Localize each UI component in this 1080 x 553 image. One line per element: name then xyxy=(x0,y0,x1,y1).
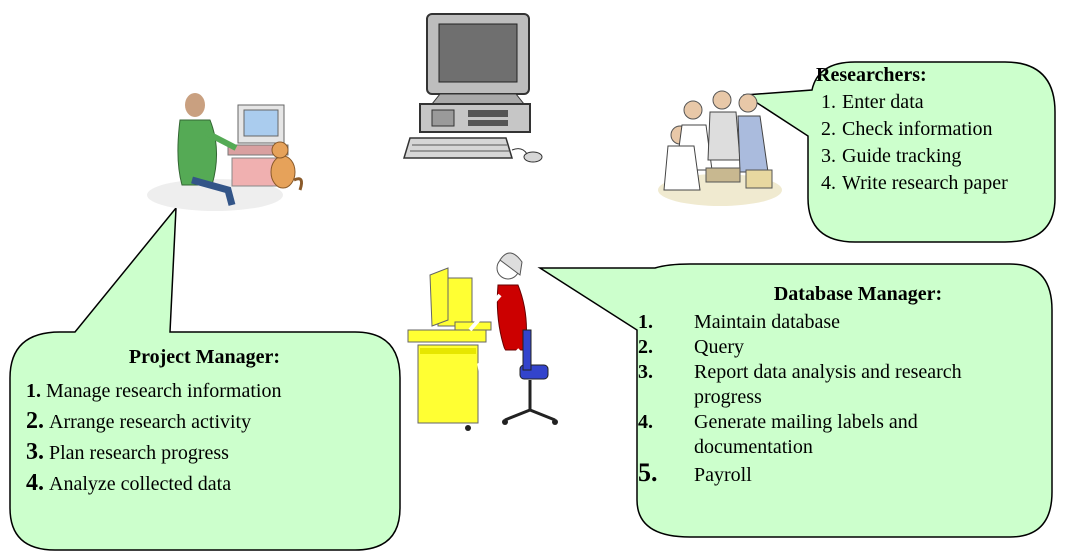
database-manager-title: Database Manager: xyxy=(773,283,943,305)
item-text: Generate mailing labels and documentatio… xyxy=(694,411,918,458)
item-text: Maintain database xyxy=(694,311,841,333)
item-text: Payroll xyxy=(694,464,752,486)
item-text: Arrange research activity xyxy=(49,411,252,433)
project-manager-bubble xyxy=(9,205,401,551)
list-item: 3. Report data analysis and research prog… xyxy=(638,360,1038,410)
item-number: 1. xyxy=(638,311,653,333)
item-text: Plan research progress xyxy=(49,442,229,464)
database-manager-list: 1. Maintain database 2. Query 3. Report dat… xyxy=(638,310,1038,488)
database-manager-illustration xyxy=(407,252,558,431)
item-text: Manage research information xyxy=(46,380,282,402)
list-item: 1. Enter data xyxy=(808,89,1048,116)
project-manager-box: Project Manager: 1.Manage research infor… xyxy=(12,342,397,499)
project-manager-illustration xyxy=(147,93,303,211)
project-manager-title: Project Manager: xyxy=(128,346,281,368)
list-item: 4. Generate mailing labels and documentat… xyxy=(638,410,1038,460)
list-item: 2. Query xyxy=(638,335,1038,360)
list-item: 2.Arrange research activity xyxy=(12,406,397,437)
item-number: 1. xyxy=(821,91,836,113)
item-text: Check information xyxy=(842,118,993,140)
item-number: 2. xyxy=(638,336,653,358)
computer-icon xyxy=(402,13,543,163)
item-number: 4. xyxy=(638,411,653,433)
item-number: 3. xyxy=(26,439,44,465)
researchers-box: Researchers: 1. Enter data 2. Check inform… xyxy=(808,62,1048,197)
list-item: 3.Plan research progress xyxy=(12,437,397,468)
researchers-illustration xyxy=(658,90,782,206)
item-text: Guide tracking xyxy=(842,145,962,167)
item-number: 3. xyxy=(821,145,836,167)
item-number: 4. xyxy=(26,470,44,496)
researchers-bubble xyxy=(742,61,1056,243)
researchers-title: Researchers: xyxy=(816,64,927,86)
researchers-list: 1. Enter data 2. Check information 3. Guide… xyxy=(808,89,1048,197)
list-item: 3. Guide tracking xyxy=(808,143,1048,170)
database-manager-bubble xyxy=(537,263,1053,538)
list-item: 2. Check information xyxy=(808,116,1048,143)
item-text: Enter data xyxy=(842,91,924,113)
item-number: 5. xyxy=(638,458,658,487)
list-item: 4. Write research paper xyxy=(808,170,1048,197)
item-number: 2. xyxy=(821,118,836,140)
list-item: 4.Analyze collected data xyxy=(12,468,397,499)
item-number: 4. xyxy=(821,172,836,194)
list-item: 5. Payroll xyxy=(638,460,1038,488)
list-item: 1. Maintain database xyxy=(638,310,1038,335)
item-text: Analyze collected data xyxy=(49,473,232,495)
item-number: 3. xyxy=(638,361,653,383)
list-item: 1.Manage research information xyxy=(12,376,397,406)
item-number: 2. xyxy=(26,408,44,434)
item-text: Query xyxy=(694,336,744,358)
item-number: 1. xyxy=(26,380,41,402)
item-text: Write research paper xyxy=(842,172,1008,194)
database-manager-box: Database Manager: 1. Maintain database 2.… xyxy=(638,282,1038,488)
project-manager-list: 1.Manage research information 2.Arrange … xyxy=(12,376,397,499)
item-text: Report data analysis and research progre… xyxy=(694,361,962,408)
